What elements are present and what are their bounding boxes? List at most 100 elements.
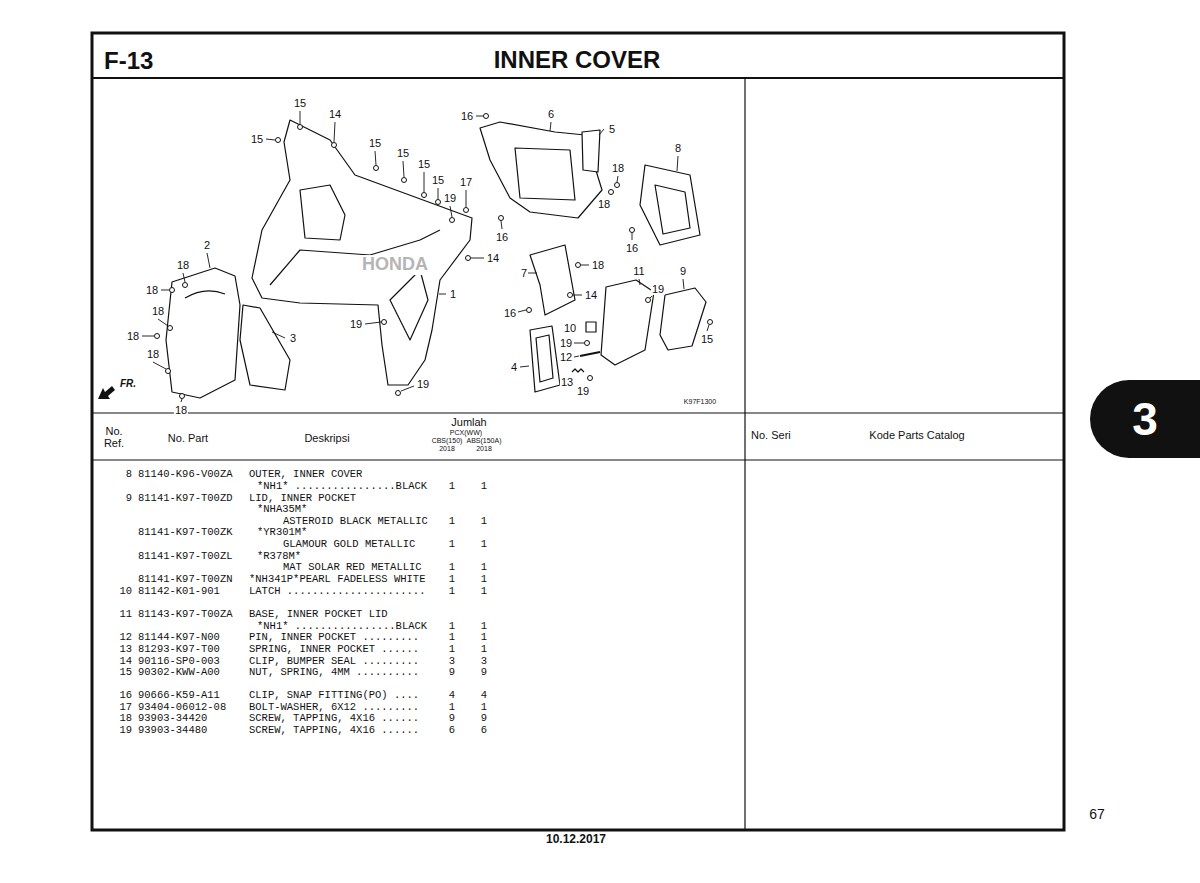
leader-lines (161, 290, 169, 291)
fasteners (276, 138, 281, 143)
table-cell: 1 (449, 644, 455, 656)
table-cell: 4 (449, 690, 455, 702)
leader-lines (707, 325, 709, 331)
callout-number: 12 (559, 351, 573, 363)
leader-lines (153, 362, 166, 369)
callout-number: 18 (611, 162, 625, 174)
fasteners (180, 394, 185, 399)
leader-lines (375, 151, 376, 165)
callout-number: 14 (584, 289, 598, 301)
table-cell: CLIP, SNAP FITTING(PO) .... (249, 690, 419, 702)
table-cell: *NH1* ................BLACK (257, 621, 427, 633)
leader-lines (574, 356, 579, 357)
leader-lines (466, 190, 467, 207)
fasteners (588, 376, 593, 381)
table-cell: 90116-SP0-003 (138, 656, 220, 668)
table-cell: 1 (481, 621, 487, 633)
hinge-part (530, 245, 575, 315)
table-subheader: CBS(150) (432, 437, 463, 445)
callout-number: 9 (679, 265, 687, 277)
callout-number: 15 (417, 158, 431, 170)
callout-number: 6 (547, 108, 555, 120)
table-cell: 81141-K97-T00ZD (138, 493, 233, 505)
leader-lines (438, 188, 439, 199)
table-cell: 81142-K01-901 (138, 586, 220, 598)
table-cell: 18 (119, 713, 132, 725)
pocket-frame-detail (515, 148, 575, 200)
callout-number: 19 (416, 378, 430, 390)
callout-number: 14 (486, 252, 500, 264)
callout-number: 19 (559, 337, 573, 349)
callout-number: 18 (146, 348, 160, 360)
leader-lines (573, 295, 582, 296)
table-cell: 6 (481, 725, 487, 737)
inner-cover-detail (390, 270, 428, 340)
leader-lines (158, 319, 168, 326)
page-frame (92, 33, 1064, 830)
table-cell: 1 (481, 562, 487, 574)
table-cell: 1 (449, 621, 455, 633)
table-cell: 1 (449, 632, 455, 644)
callout-number: 16 (495, 231, 509, 243)
leader-lines (581, 265, 589, 266)
callout-number: 19 (443, 192, 457, 204)
page-frame (92, 33, 1064, 830)
fasteners (183, 283, 188, 288)
fasteners (464, 208, 469, 213)
table-cell: 81293-K97-T00 (138, 644, 220, 656)
callout-number: 19 (349, 318, 363, 330)
fasteners (527, 308, 532, 313)
print-date: 10.12.2017 (546, 833, 606, 846)
leader-lines (334, 122, 335, 142)
callout-number: 15 (368, 137, 382, 149)
seal-ring-inner (536, 335, 553, 382)
fasteners (615, 183, 620, 188)
leader-lines (574, 343, 584, 344)
callout-number: 16 (625, 242, 639, 254)
table-cell: 10 (119, 586, 132, 598)
table-cell: 3 (449, 656, 455, 668)
fasteners (155, 114, 713, 399)
table-cell: 1 (481, 586, 487, 598)
table-cell: 12 (119, 632, 132, 644)
table-cell: 1 (449, 539, 455, 551)
table-cell: 9 (481, 667, 487, 679)
fasteners (332, 143, 337, 148)
callout-number: 18 (151, 305, 165, 317)
table-header: No. Seri (751, 429, 791, 441)
leader-lines (550, 122, 551, 131)
table-cell: 81143-K97-T00ZA (138, 609, 233, 621)
table-cell: 1 (449, 574, 455, 586)
callout-number: 18 (145, 284, 159, 296)
fasteners (585, 341, 590, 346)
table-cell: SCREW, TAPPING, 4X16 ...... (249, 713, 419, 725)
table-cell: 1 (449, 516, 455, 528)
fasteners (609, 190, 614, 195)
table-cell: 1 (481, 481, 487, 493)
leader-lines (501, 221, 502, 229)
page-frame (92, 412, 1064, 413)
table-cell: 19 (119, 725, 132, 737)
fasteners (576, 263, 581, 268)
leader-lines (207, 253, 210, 268)
callout-number: 5 (608, 123, 616, 135)
table-subheader: ABS(150A) (466, 437, 501, 445)
table-cell: 81144-K97-N00 (138, 632, 220, 644)
table-cell: 1 (481, 539, 487, 551)
table-cell: 81141-K97-T00ZK (138, 527, 233, 539)
outer-cover-part (640, 165, 700, 245)
callout-number: 4 (510, 361, 518, 373)
table-cell: 90302-KWW-A00 (138, 667, 220, 679)
watermark: HONDA (361, 255, 429, 275)
table-cell: 13 (119, 644, 132, 656)
table-cell: 81141-K97-T00ZN (138, 574, 233, 586)
table-cell: PIN, INNER POCKET ......... (249, 632, 419, 644)
fasteners (382, 320, 387, 325)
table-cell: MAT SOLAR RED METALLIC (283, 562, 422, 574)
table-cell: ASTEROID BLACK METALLIC (283, 516, 428, 528)
inner-cover-part (252, 120, 472, 385)
callout-number: 8 (674, 142, 682, 154)
callout-number: 2 (203, 239, 211, 251)
callout-number: 7 (520, 267, 528, 279)
